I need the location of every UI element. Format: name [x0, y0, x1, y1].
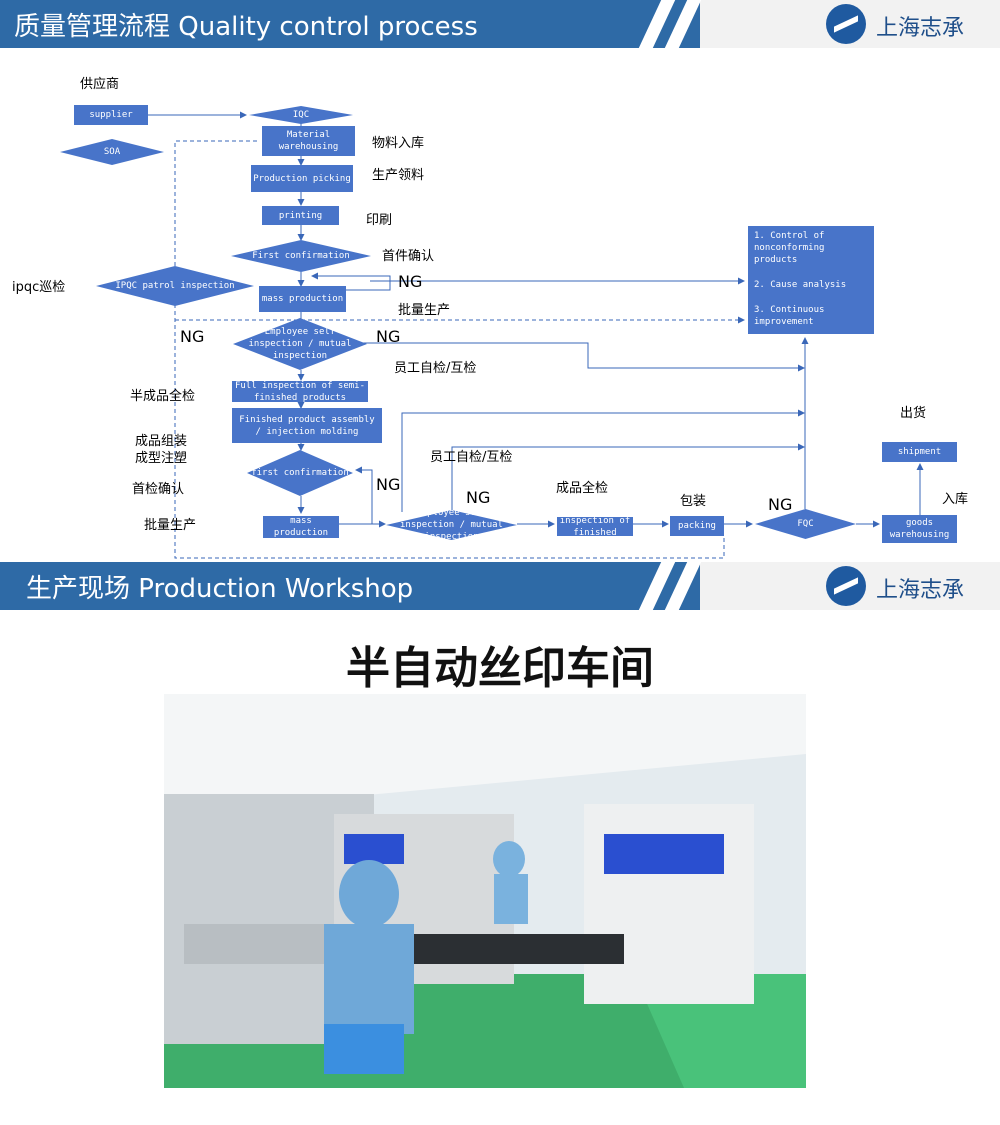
printing-node: printing: [262, 206, 339, 225]
material-cn-label: 物料入库: [372, 136, 425, 151]
mass-production-cn-label: 批量生产: [398, 303, 451, 318]
page-title: 质量管理流程 Quality control process: [14, 12, 478, 42]
supplier-node: supplier: [74, 105, 148, 125]
first-confirmation-text: First confirmation: [252, 251, 350, 261]
shipment-node: shipment: [882, 442, 957, 462]
packing-cn-label: 包装: [680, 494, 707, 509]
ng-label: NG: [466, 488, 491, 507]
iqc-text: IQC: [292, 110, 310, 120]
packing-node: packing: [670, 516, 724, 536]
employee-inspection-node: Employee self inspection / mutual inspec…: [233, 318, 367, 370]
first-confirmation-cn-label: 首件确认: [382, 249, 435, 264]
brand-name: 上海志承: [876, 578, 965, 603]
ng-label: NG: [376, 475, 401, 494]
production-picking-node: Production picking: [251, 165, 353, 192]
printing-cn-label: 印刷: [366, 213, 393, 228]
ng-label: NG: [768, 495, 793, 514]
iqc-node: IQC: [249, 106, 353, 124]
shipment-cn-label: 出货: [900, 406, 927, 421]
company-logo-icon: [826, 4, 866, 44]
employee-2-cn-label: 员工自检/互检: [430, 450, 513, 465]
company-logo-icon: [826, 566, 866, 606]
workshop-heading: 半自动丝印车间: [346, 643, 654, 694]
control-item-2: 2. Cause analysis: [754, 280, 847, 290]
semi-inspection-node: Full inspection of semi-finished product…: [232, 381, 368, 403]
mass-production-2-node: mass production: [263, 516, 339, 538]
material-warehousing-node: Material warehousing: [262, 126, 355, 156]
first-confirmation-node: First confirmation: [231, 240, 371, 272]
workshop-photo: [164, 694, 806, 1088]
ipqc-patrol-node: IPQC patrol inspection: [96, 266, 254, 306]
warehousing-cn-label: 入库: [942, 492, 969, 507]
ipqc-cn-label: ipqc巡检: [12, 280, 66, 295]
ng-label: NG: [180, 327, 205, 346]
assembly-cn-label-2: 成型注塑: [135, 451, 188, 466]
employee-cn-label: 员工自检/互检: [394, 361, 477, 376]
soa-node: SOA: [60, 139, 164, 165]
complete-inspection-node: Complete inspection of finished products: [557, 504, 633, 550]
first-confirm-2-cn-label: 首检确认: [132, 482, 185, 497]
supplier-cn-label: 供应商: [80, 77, 120, 92]
header-banner: 质量管理流程 Quality control process 上海志承: [0, 0, 1000, 48]
complete-cn-label: 成品全检: [556, 481, 609, 496]
assembly-cn-label-1: 成品组装: [135, 434, 188, 449]
flow-connectors: [148, 111, 924, 559]
ng-label: NG: [376, 327, 401, 346]
ng-label: NG: [398, 272, 423, 291]
employee-inspection-text: Employee self inspection / mutual inspec…: [248, 327, 352, 361]
first-confirm-2-node: first confirmation: [247, 450, 353, 496]
first-confirm-2-text: first confirmation: [251, 468, 349, 478]
ipqc-patrol-text: IPQC patrol inspection: [115, 281, 235, 291]
brand-name: 上海志承: [876, 16, 965, 41]
mass-production-2-cn-label: 批量生产: [144, 518, 197, 533]
semi-cn-label: 半成品全检: [130, 389, 196, 404]
employee-inspection-2-node: Employee self inspection / mutual inspec…: [386, 508, 517, 542]
control-item-3: 3. Continuous improvement: [754, 305, 825, 327]
fqc-node: FQC: [755, 509, 856, 539]
section-banner: 生产现场 Production Workshop 上海志承: [0, 562, 1000, 610]
control-item-1: 1. Control of nonconforming products: [754, 231, 825, 265]
section-title: 生产现场 Production Workshop: [26, 574, 414, 604]
picking-cn-label: 生产领料: [372, 168, 425, 183]
workshop-illustration: [164, 694, 806, 1088]
soa-text: SOA: [103, 147, 121, 157]
goods-warehousing-node: goods warehousing: [882, 515, 957, 543]
employee-inspection-2-text: Employee self inspection / mutual inspec…: [400, 508, 503, 542]
assembly-node: Finished product assembly / injection mo…: [232, 408, 382, 443]
fqc-text: FQC: [797, 519, 814, 529]
mass-production-node: mass production: [259, 286, 346, 312]
improvement-box: 1. Control of nonconforming products 2. …: [748, 226, 874, 334]
